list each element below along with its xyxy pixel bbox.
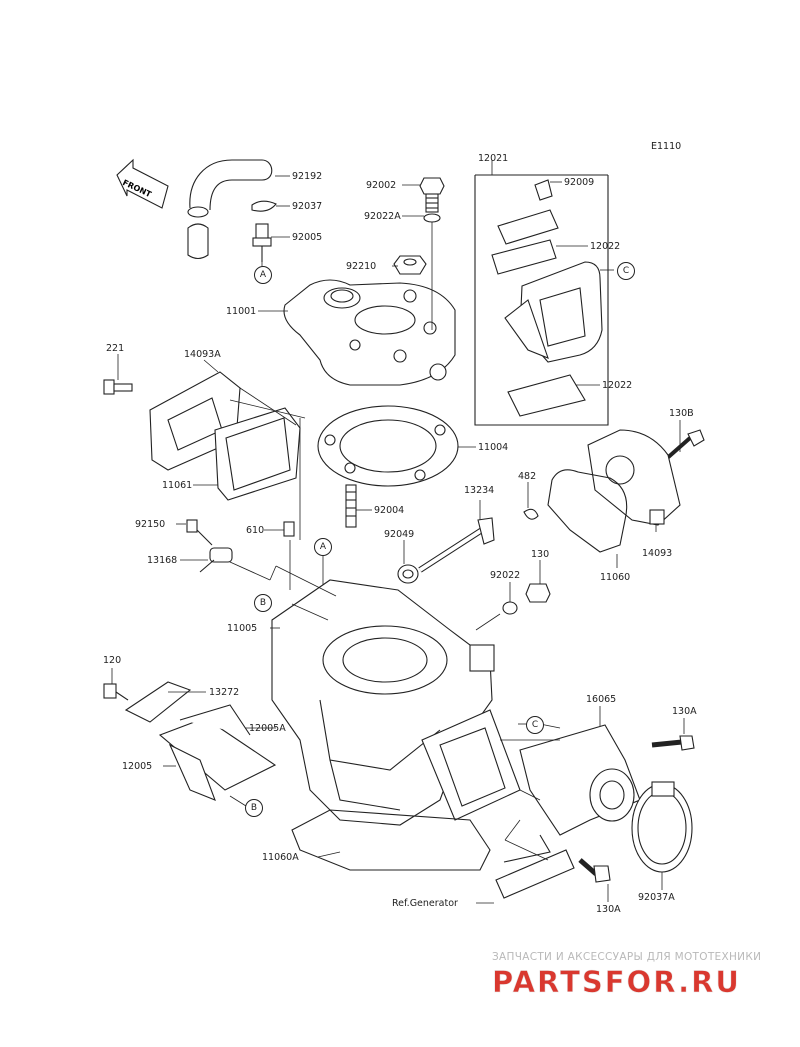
part-label-16065: 16065: [586, 694, 617, 705]
reed-block: [504, 299, 549, 359]
bolt-92150: [186, 519, 213, 546]
front-arrow-icon: [116, 158, 169, 209]
cylinder-head-11001: [283, 279, 456, 386]
part-label-92192: 92192: [292, 171, 323, 182]
clip-92037: [251, 200, 277, 212]
watermark-caption: ЗАПЧАСТИ И АКСЕССУАРЫ ДЛЯ МОТОТЕХНИКИ: [492, 951, 762, 963]
part-label-11004: 11004: [478, 442, 509, 453]
bolt-130: [525, 583, 551, 603]
ref-marker-b-bottom: B: [245, 799, 263, 817]
part-label-12005A: 12005A: [249, 723, 286, 734]
ref-marker-a-top: A: [254, 266, 272, 284]
seal-92049: [397, 564, 419, 584]
gasket-11060: [547, 469, 628, 553]
pin-610: [283, 521, 295, 537]
part-label-12022-upper: 12022: [590, 241, 621, 252]
part-label-12022-lower: 12022: [602, 380, 633, 391]
stud-92004: [345, 484, 357, 528]
ref-marker-c-bottom: C: [526, 716, 544, 734]
plate-13272: [124, 681, 192, 723]
clip-482: [523, 508, 539, 520]
clamp-92037A: [631, 781, 693, 873]
part-label-11001: 11001: [226, 306, 257, 317]
manifold-16065: [519, 724, 641, 836]
leader-lines: [111, 160, 685, 904]
part-label-130: 130: [531, 549, 550, 560]
washer-92022: [502, 601, 518, 615]
hose-92192: [187, 159, 273, 260]
ref-marker-c-top: C: [617, 262, 635, 280]
part-label-92210: 92210: [346, 261, 377, 272]
part-label-610: 610: [246, 525, 265, 536]
part-label-221: 221: [106, 343, 125, 354]
part-label-130A-upper: 130A: [672, 706, 697, 717]
part-label-92002: 92002: [366, 180, 397, 191]
ref-marker-a-mid: A: [314, 538, 332, 556]
part-label-92009: 92009: [564, 177, 595, 188]
part-label-14093: 14093: [642, 548, 673, 559]
gasket-11061: [214, 407, 301, 501]
part-label-92049: 92049: [384, 529, 415, 540]
part-label-92022A: 92022A: [364, 211, 401, 222]
part-label-130A-lower: 130A: [596, 904, 621, 915]
part-label-11060A: 11060A: [262, 852, 299, 863]
part-label-92005: 92005: [292, 232, 323, 243]
bolt-221: [103, 379, 133, 395]
svg-text:PARTSFOR.RU: PARTSFOR.RU: [492, 966, 741, 999]
lever-13168: [199, 547, 233, 573]
ref-marker-b-mid: B: [254, 594, 272, 612]
part-label-14093A: 14093A: [184, 349, 221, 360]
intake-port: [421, 709, 521, 821]
part-label-11005: 11005: [227, 623, 258, 634]
bolt-130A-lower: [578, 858, 611, 883]
reed-valve-frame-12021: [474, 174, 609, 426]
part-label-12021: 12021: [478, 153, 509, 164]
diagram-code: E1110: [651, 141, 682, 152]
bolt-92002: [419, 177, 445, 213]
part-label-13168: 13168: [147, 555, 178, 566]
bolt-120: [103, 683, 129, 701]
cover-14093: [587, 429, 681, 526]
head-gasket-11004: [317, 405, 459, 487]
part-label-ref-generator: Ref.Generator: [392, 898, 458, 909]
part-label-11060: 11060: [600, 572, 631, 583]
part-label-12005: 12005: [122, 761, 153, 772]
part-label-482: 482: [518, 471, 537, 482]
valve-12005: [158, 704, 277, 801]
part-label-120: 120: [103, 655, 122, 666]
part-label-92037: 92037: [292, 201, 323, 212]
watermark-logo: PARTSFOR.RU: [492, 965, 782, 1004]
washer-92022A: [423, 213, 441, 223]
part-label-92037A: 92037A: [638, 892, 675, 903]
bolt-130A-upper: [651, 735, 695, 751]
part-label-92150: 92150: [135, 519, 166, 530]
part-label-130B: 130B: [669, 408, 694, 419]
part-label-13234: 13234: [464, 485, 495, 496]
part-label-13272: 13272: [209, 687, 240, 698]
bolt-130B: [663, 429, 705, 462]
gasket-11060A: [291, 809, 491, 871]
fitting-92005: [252, 223, 272, 262]
nut-92210: [393, 255, 427, 275]
rod-13234: [418, 517, 495, 573]
part-label-92022: 92022: [490, 570, 521, 581]
part-label-11061: 11061: [162, 480, 193, 491]
ref-generator-link: [495, 834, 575, 899]
part-label-92004: 92004: [374, 505, 405, 516]
